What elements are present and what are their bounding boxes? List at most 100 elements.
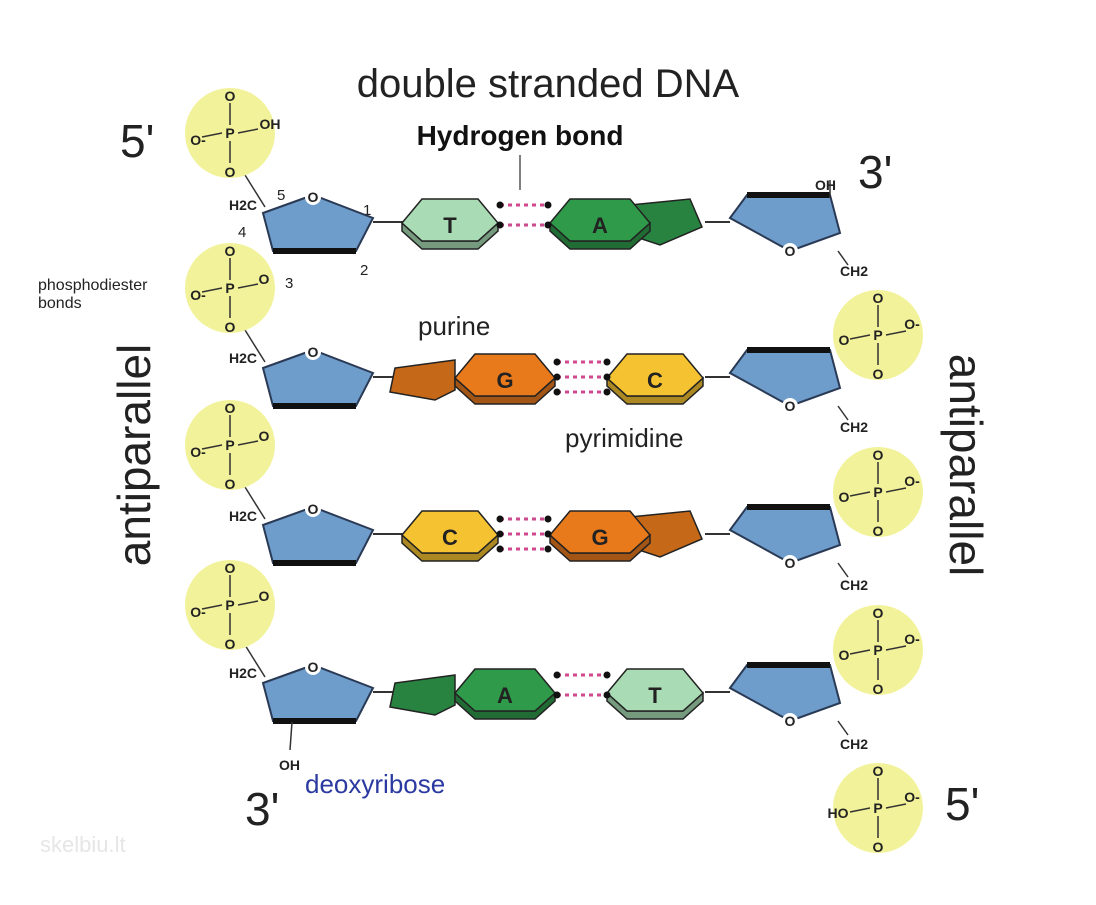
- backbone-bond: [244, 174, 266, 208]
- hbond-dot: [496, 545, 504, 553]
- ch2-label-3: CH2: [840, 577, 868, 593]
- phosphate-glow-right-1: [833, 447, 923, 537]
- h2c-label-2: H2C: [229, 350, 257, 366]
- sugar-o-bg: [782, 555, 798, 571]
- backbone-bond: [837, 720, 849, 736]
- phosphate-bond: [885, 645, 907, 651]
- carbon-number-4: 4: [238, 224, 246, 241]
- strand-end-right-top: 3': [858, 146, 892, 198]
- phosphate-o: O: [839, 647, 850, 663]
- hbond-dot: [544, 515, 552, 523]
- phosphate-o: O: [225, 636, 236, 652]
- phosphate-glow-left-3: [185, 560, 275, 650]
- h2c-label-3: H2C: [229, 508, 257, 524]
- phosphate-o: O: [839, 332, 850, 348]
- sugar-o: O: [308, 189, 319, 205]
- phosphate-o: O: [873, 839, 884, 855]
- phosphate-p-left-2: P: [225, 437, 234, 453]
- sugar-o-bg: [782, 243, 798, 259]
- phosphate-o: O: [259, 271, 270, 287]
- phosphodiester-label: phosphodiester: [38, 277, 148, 294]
- phosphate-o-minus: O-: [190, 604, 206, 620]
- base-ring-left-1: [389, 359, 456, 401]
- hbond-dot: [496, 221, 504, 229]
- phosphate-p-right-1: P: [873, 484, 882, 500]
- phosphate-o-minus: O-: [904, 316, 920, 332]
- phosphate-bond: [237, 128, 259, 134]
- sugar-o: O: [785, 555, 796, 571]
- carbon-number-2: 2: [360, 262, 368, 279]
- hbond-dot: [496, 201, 504, 209]
- sugar-o: O: [308, 344, 319, 360]
- phosphate-oh: OH: [260, 116, 281, 132]
- backbone-bond: [244, 644, 266, 678]
- hbond-dot: [603, 691, 611, 699]
- backbone-bond: [837, 250, 849, 266]
- base-T-right-3: [605, 668, 705, 712]
- phosphate-bond: [201, 287, 223, 293]
- backbone-bond: [244, 486, 266, 520]
- carbon-number-5: 5: [277, 187, 285, 204]
- sugar-o: O: [785, 398, 796, 414]
- phosphate-glow-right-0: [833, 290, 923, 380]
- hbond-dot: [544, 201, 552, 209]
- backbone-bond: [837, 405, 849, 421]
- strand-end-right-bottom: 5': [945, 778, 979, 830]
- sugar-o-bg: [305, 501, 321, 517]
- phosphate-o: O: [259, 588, 270, 604]
- backbone-bond: [244, 329, 266, 363]
- h2c-label-4: H2C: [229, 665, 257, 681]
- phosphate-o-minus: O-: [904, 789, 920, 805]
- hbond-dot: [553, 388, 561, 396]
- phosphate-bond: [849, 807, 871, 813]
- hbond-dot: [603, 388, 611, 396]
- phosphate-bond: [849, 491, 871, 497]
- base-letter-left-0: T: [443, 213, 457, 238]
- sugar-left-0: [261, 193, 375, 252]
- base-letter-left-2: C: [442, 525, 458, 550]
- phosphate-o: O: [873, 763, 884, 779]
- base-G-right-2: [548, 510, 652, 554]
- carbon-number-3: 3: [285, 275, 293, 292]
- phosphate-bond: [885, 330, 907, 336]
- phosphate-o: O: [259, 428, 270, 444]
- base-letter-left-1: G: [496, 368, 513, 393]
- hbond-dot: [553, 358, 561, 366]
- ch2-label-2: CH2: [840, 419, 868, 435]
- sugar-o: O: [785, 243, 796, 259]
- phosphate-o: O: [873, 366, 884, 382]
- base-letter-left-3: A: [497, 683, 513, 708]
- backbone-bond: [289, 721, 293, 751]
- phosphate-o: O: [839, 489, 850, 505]
- phosphate-o: O: [225, 400, 236, 416]
- backbone-bond: [837, 562, 849, 578]
- phosphate-o: O: [225, 243, 236, 259]
- phosphate-p-left-1: P: [225, 280, 234, 296]
- oh-label-bottom-left: OH: [279, 757, 300, 773]
- phosphate-o-minus: O-: [190, 132, 206, 148]
- ch2-label-4: CH2: [840, 736, 868, 752]
- h2c-label-1: H2C: [229, 197, 257, 213]
- hbond-dot: [603, 671, 611, 679]
- antiparallel-right: antiparallel: [940, 354, 992, 576]
- phosphate-glow-left-1: [185, 243, 275, 333]
- phosphate-bond: [849, 334, 871, 340]
- hbond-dot: [553, 373, 561, 381]
- strand-end-left-top: 5': [120, 115, 154, 167]
- phosphate-o: O: [873, 290, 884, 306]
- pyrimidine-label: pyrimidine: [565, 423, 684, 453]
- phosphate-bond: [849, 649, 871, 655]
- base-letter-right-2: G: [591, 525, 608, 550]
- base-letter-right-0: A: [592, 213, 608, 238]
- sugar-left-2: [261, 505, 375, 564]
- phosphate-bond: [885, 803, 907, 809]
- hbond-dot: [544, 545, 552, 553]
- hbond-dot: [603, 358, 611, 366]
- sugar-right-1: [728, 349, 842, 408]
- phosphate-o: O: [873, 605, 884, 621]
- strand-end-left-bottom: 3': [245, 783, 279, 835]
- carbon-number-1: 1: [363, 202, 371, 219]
- purine-label: purine: [418, 311, 490, 341]
